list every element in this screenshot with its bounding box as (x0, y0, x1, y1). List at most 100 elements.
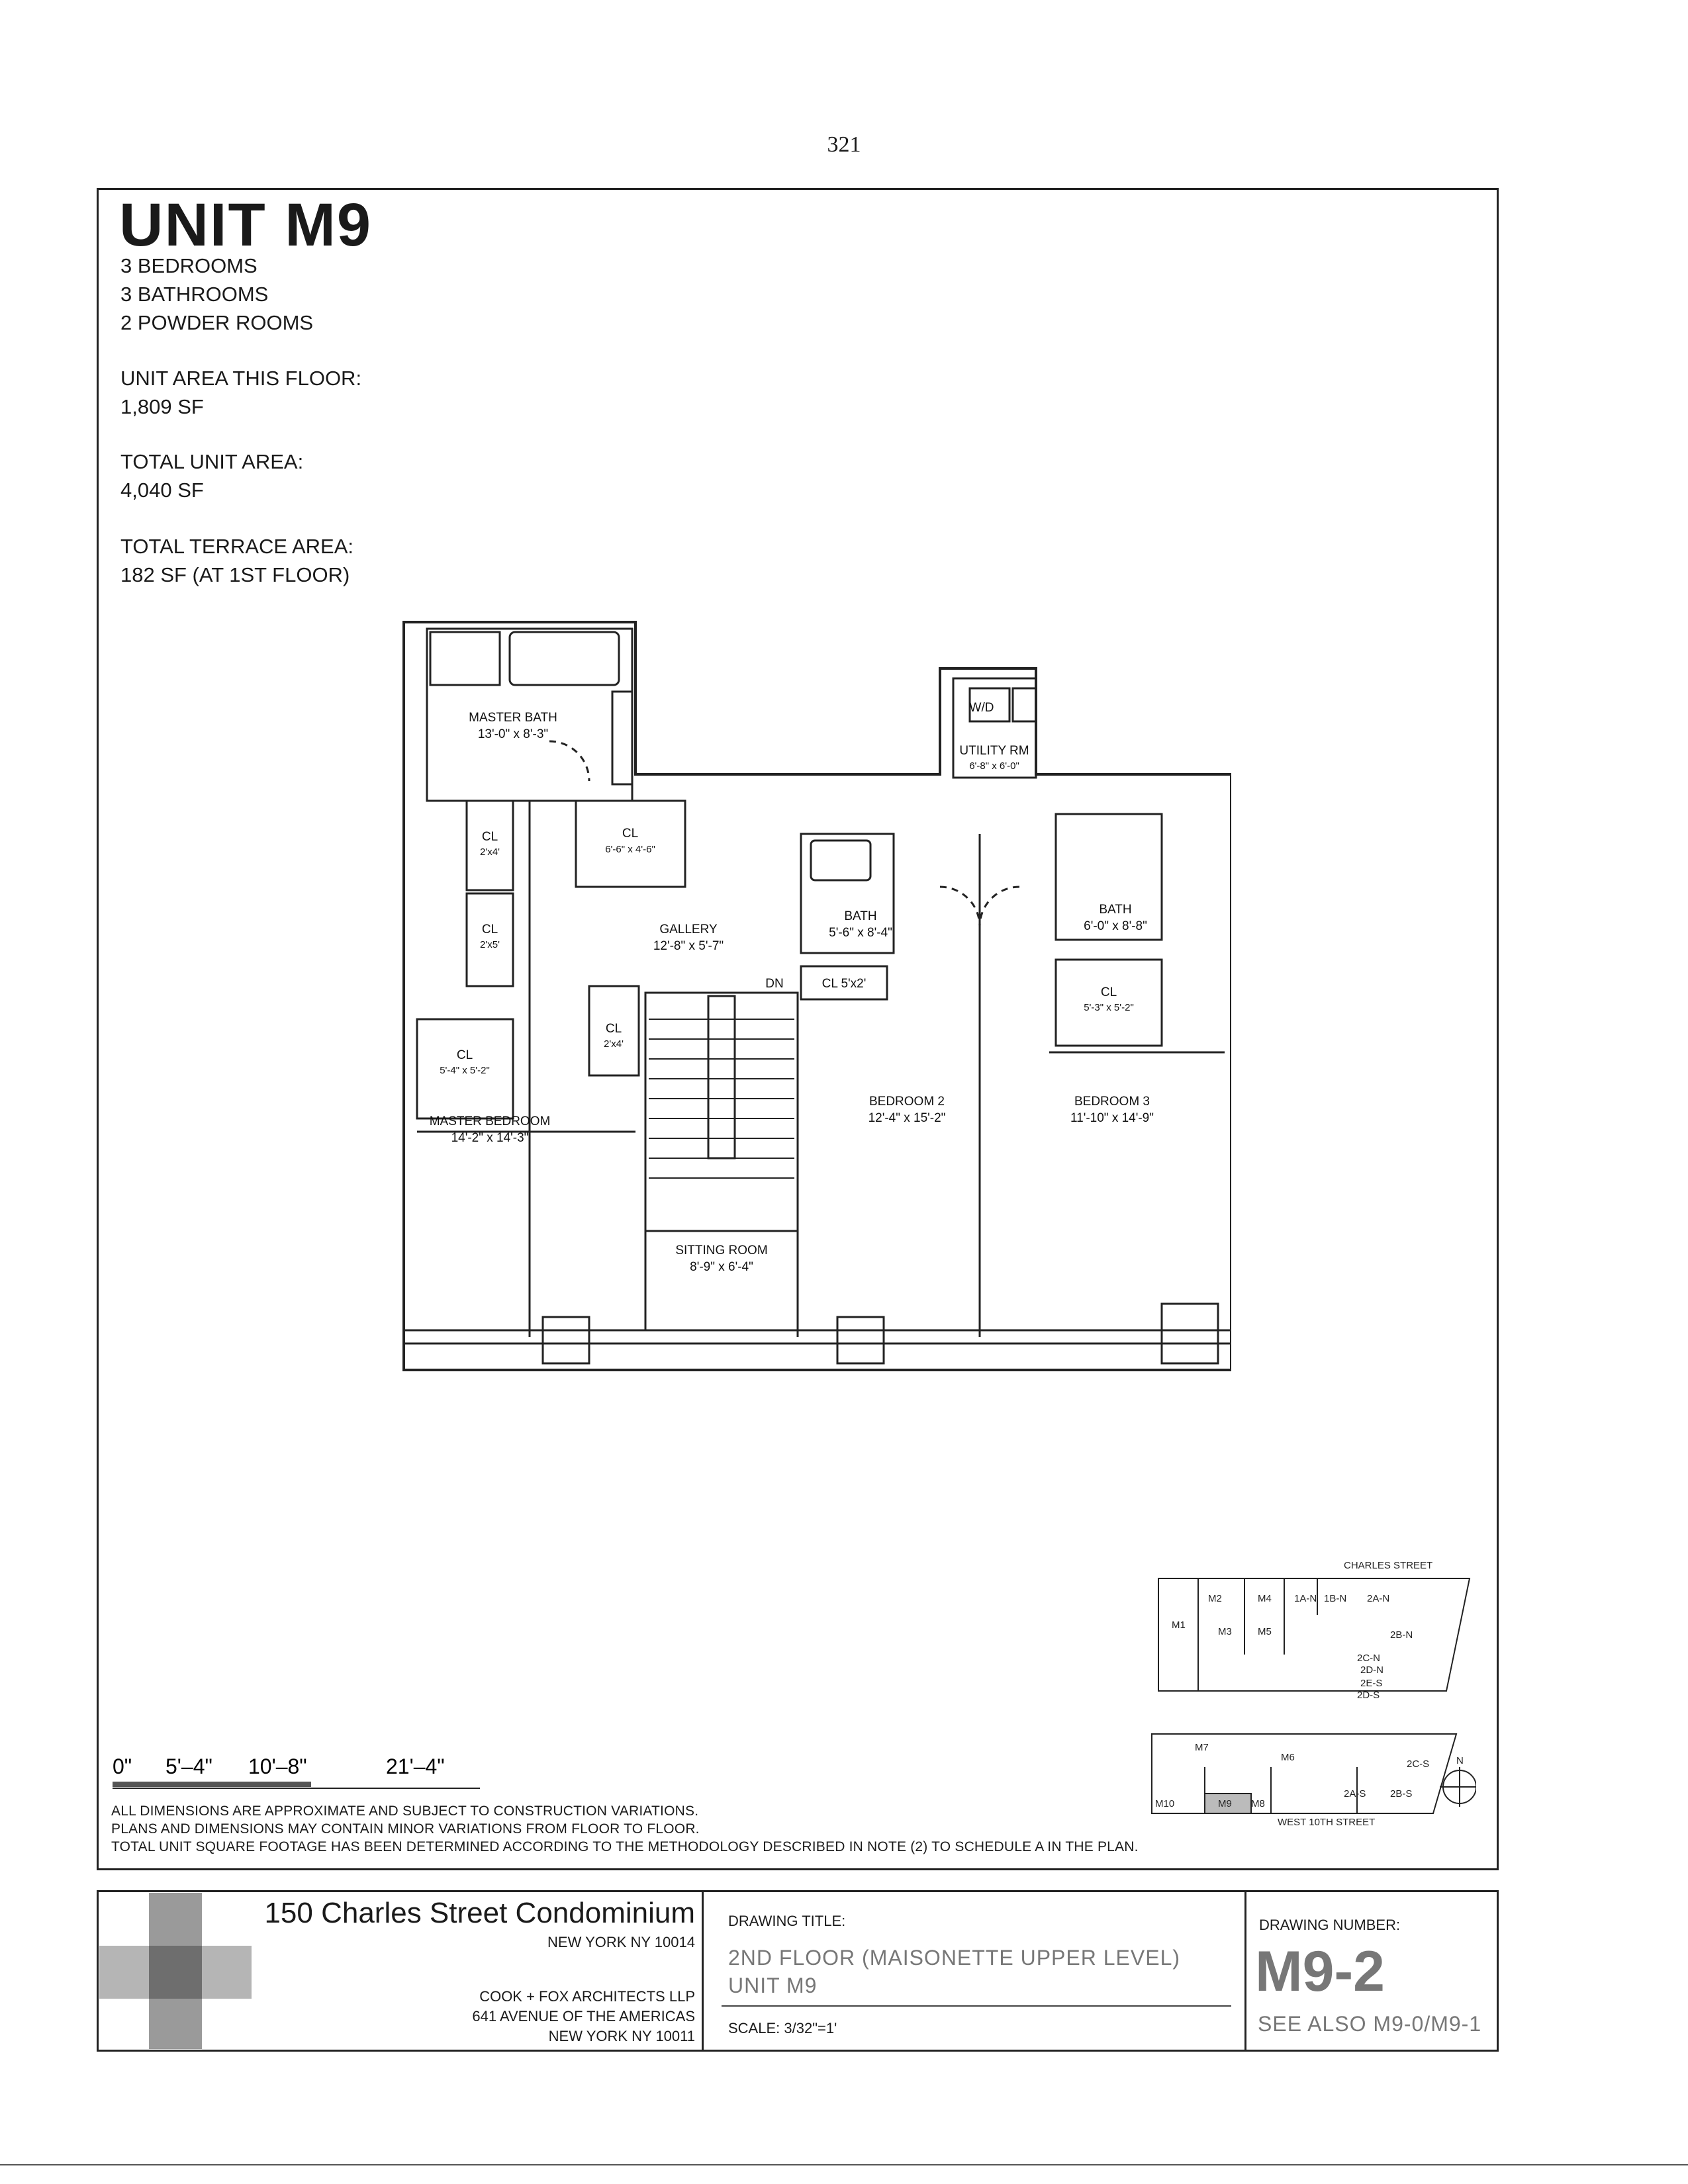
closet-f (800, 965, 888, 1001)
key-plan: CHARLES STREET M2 M4 1A-N 1B-N 2A-N M1 M… (1151, 1560, 1476, 1827)
sitting-room-label: SITTING ROOM (675, 1244, 767, 1257)
stair-down-label: DN (765, 977, 783, 991)
utility-sink (1011, 687, 1037, 723)
note-3: TOTAL UNIT SQUARE FOOTAGE HAS BEEN DETER… (111, 1839, 1139, 1854)
key-unit-m4: M4 (1258, 1593, 1272, 1604)
architect-name: COOK + FOX ARCHITECTS LLP (479, 1988, 695, 2005)
key-unit-m1: M1 (1172, 1619, 1186, 1631)
title-block-divider (702, 1890, 704, 2052)
sitting-room-dims: 8'-9" x 6'-4" (690, 1260, 753, 1274)
utility-room-wall (952, 677, 1037, 779)
bedrooms-count: 3 BEDROOMS (120, 254, 258, 277)
key-plan-south-street: WEST 10TH STREET (1278, 1817, 1375, 1827)
closet-d-label: CL (622, 827, 638, 841)
drawing-number: M9-2 (1255, 1940, 1385, 2003)
stair-core (707, 995, 736, 1160)
floor-plan: MASTER BATH 13'-0" x 8'-3" W/D UTILITY R… (402, 621, 1231, 1371)
architect-city: NEW YORK NY 10011 (548, 2028, 695, 2044)
bathtub (508, 631, 620, 686)
utility-room-dims: 6'-8" x 6'-0" (969, 760, 1019, 772)
closet-g-dims: 5'-3" x 5'-2" (1084, 1002, 1134, 1013)
bath-3-dims: 6'-0" x 8'-8" (1084, 919, 1147, 933)
door-swing-2 (978, 886, 1020, 927)
shower (429, 631, 501, 686)
area-this-floor-value: 1,809 SF (120, 395, 204, 418)
closet-d (575, 799, 686, 888)
closet-c-dims: 5'-4" x 5'-2" (440, 1065, 490, 1076)
door-swing-3 (549, 740, 590, 782)
scale-label: SCALE: 3/32"=1' (728, 2020, 837, 2036)
note-1: ALL DIMENSIONS ARE APPROXIMATE AND SUBJE… (111, 1803, 699, 1819)
closet-e (588, 985, 640, 1077)
area-this-floor-label: UNIT AREA THIS FLOOR: (120, 367, 362, 390)
key-unit-2b-s: 2B-S (1390, 1788, 1412, 1799)
bath-2-wall (800, 833, 895, 954)
unit-title: UNIT M9 (119, 191, 372, 259)
drawing-title-line-1: 2ND FLOOR (MAISONETTE UPPER LEVEL) (728, 1946, 1181, 1970)
north-arrow-label: N (1456, 1755, 1464, 1766)
key-unit-2c-s: 2C-S (1407, 1758, 1429, 1770)
note-2: PLANS AND DIMENSIONS MAY CONTAIN MINOR V… (111, 1821, 700, 1837)
key-plan-unit-m9 (1204, 1793, 1252, 1814)
project-name: 150 Charles Street Condominium (264, 1897, 695, 1929)
drawing-title-line-2: UNIT M9 (728, 1974, 818, 1997)
closet-g (1055, 958, 1163, 1047)
gallery-dims: 12'-8" x 5'-7" (653, 939, 724, 953)
key-unit-m7: M7 (1195, 1742, 1209, 1753)
closet-a-dims: 2'x4' (480, 846, 500, 858)
bath-3-label: BATH (1099, 903, 1131, 917)
master-bedroom-dims: 14'-2" x 14'-3" (451, 1131, 529, 1145)
closet-f-label: CL 5'x2' (822, 977, 867, 991)
key-unit-m2: M2 (1208, 1593, 1222, 1604)
key-unit-2a-n: 2A-N (1367, 1593, 1389, 1604)
key-plan-north-block (1158, 1578, 1471, 1692)
bedroom-3-dims: 11'-10" x 14'-9" (1070, 1111, 1154, 1125)
column-2 (836, 1316, 885, 1365)
master-bedroom-label: MASTER BEDROOM (430, 1115, 551, 1128)
key-unit-2b-n: 2B-N (1390, 1629, 1413, 1641)
scale-bar: 0" 5'–4" 10'–8" 21'–4" (113, 1754, 480, 1789)
terrace-area-label: TOTAL TERRACE AREA: (120, 535, 354, 558)
see-also-reference: SEE ALSO M9-0/M9-1 (1258, 2012, 1482, 2036)
architect-address: 641 AVENUE OF THE AMERICAS (472, 2008, 695, 2025)
scale-label-3: 21'–4" (386, 1754, 445, 1778)
key-unit-m3: M3 (1218, 1626, 1232, 1637)
key-unit-2d-n: 2D-N (1360, 1664, 1383, 1676)
closet-d-dims: 6'-6" x 4'-6" (605, 844, 655, 855)
closet-a (465, 799, 514, 891)
gallery-label: GALLERY (659, 923, 718, 936)
closet-c (416, 1018, 514, 1120)
plan-outline (402, 621, 1231, 1371)
title-block (97, 1890, 1499, 2052)
key-unit-2c-n: 2C-N (1357, 1653, 1380, 1664)
sheet-frame (97, 188, 1499, 1870)
scan-edge-rule (0, 2164, 1688, 2165)
stair (644, 991, 799, 1232)
bath-2-label: BATH (844, 909, 876, 923)
closet-e-label: CL (606, 1022, 622, 1036)
closet-b-label: CL (482, 923, 498, 936)
total-area-value: 4,040 SF (120, 478, 204, 502)
key-plan-north-street: CHARLES STREET (1344, 1560, 1432, 1571)
key-unit-m5: M5 (1258, 1626, 1272, 1637)
bath-3-wall (1055, 813, 1163, 941)
page-number: 321 (827, 132, 861, 157)
closet-e-dims: 2'x4' (604, 1038, 624, 1050)
bedroom-2-label: BEDROOM 2 (869, 1095, 945, 1109)
key-unit-2d-s: 2D-S (1357, 1690, 1380, 1701)
drawing-number-label: DRAWING NUMBER: (1259, 1917, 1401, 1933)
wd-label: W/D (970, 701, 994, 715)
closet-g-label: CL (1101, 985, 1117, 999)
key-unit-m6: M6 (1281, 1752, 1295, 1763)
key-unit-1a-n: 1A-N (1294, 1593, 1317, 1604)
scale-label-2: 10'–8" (248, 1754, 307, 1778)
powder-rooms-count: 2 POWDER ROOMS (120, 311, 314, 334)
key-unit-1b-n: 1B-N (1324, 1593, 1346, 1604)
closet-c-label: CL (457, 1048, 473, 1062)
key-unit-m10: M10 (1155, 1798, 1174, 1809)
key-unit-2e-s: 2E-S (1360, 1678, 1382, 1689)
architect-logo-icon (99, 1893, 252, 2049)
drawing-title-label: DRAWING TITLE: (728, 1913, 846, 1929)
bedroom-2-dims: 12'-4" x 15'-2" (868, 1111, 946, 1125)
column-3 (1160, 1302, 1219, 1365)
